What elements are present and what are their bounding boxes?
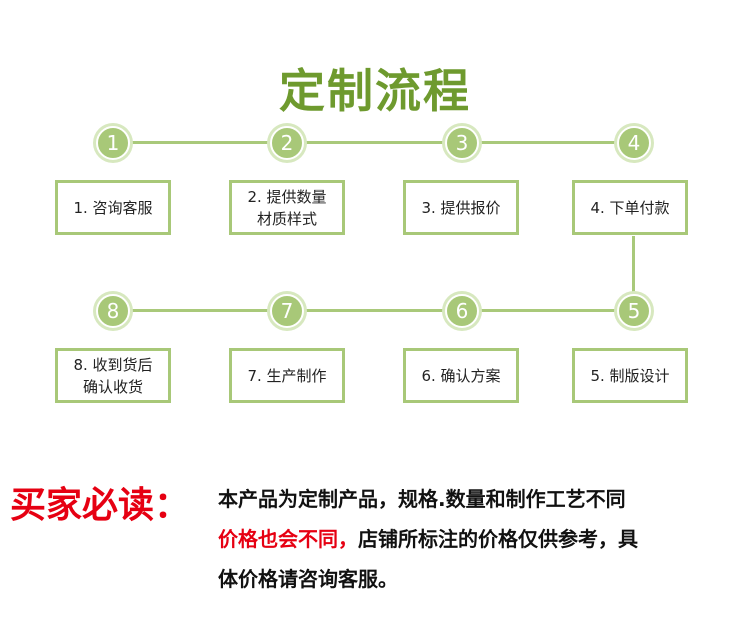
step-label: 4. 下单付款 xyxy=(590,198,670,217)
step-label: 2. 提供数量 材质样式 xyxy=(247,187,327,228)
step-box-1: 1. 咨询客服 xyxy=(55,180,171,235)
step-box-6: 6. 确认方案 xyxy=(403,348,519,403)
notice-line-2-text: 店铺所标注的价格仅供参考，具 xyxy=(358,527,638,551)
step-label: 8. 收到货后 确认收货 xyxy=(73,355,153,396)
step-number-7: 7 xyxy=(270,294,304,328)
connector-row2 xyxy=(113,309,635,312)
step-box-7: 7. 生产制作 xyxy=(229,348,345,403)
connector-row1 xyxy=(113,141,635,144)
step-box-5: 5. 制版设计 xyxy=(572,348,688,403)
step-label: 7. 生产制作 xyxy=(247,366,327,385)
step-label: 6. 确认方案 xyxy=(421,366,501,385)
notice-price-warning: 价格也会不同， xyxy=(218,527,358,551)
step-number-3: 3 xyxy=(445,126,479,160)
notice-heading: 买家必读： xyxy=(10,485,191,526)
step-number-8: 8 xyxy=(96,294,130,328)
step-box-2: 2. 提供数量 材质样式 xyxy=(229,180,345,235)
step-label: 1. 咨询客服 xyxy=(73,198,153,217)
step-box-3: 3. 提供报价 xyxy=(403,180,519,235)
step-box-4: 4. 下单付款 xyxy=(572,180,688,235)
step-label: 3. 提供报价 xyxy=(421,198,501,217)
step-box-8: 8. 收到货后 确认收货 xyxy=(55,348,171,403)
step-number-2: 2 xyxy=(270,126,304,160)
notice-line-1: 本产品为定制产品，规格.数量和制作工艺不同 xyxy=(218,487,626,511)
page-title: 定制流程 xyxy=(279,64,471,118)
step-number-5: 5 xyxy=(617,294,651,328)
step-number-6: 6 xyxy=(445,294,479,328)
step-label: 5. 制版设计 xyxy=(590,366,670,385)
step-number-4: 4 xyxy=(617,126,651,160)
notice-line-2: 价格也会不同，店铺所标注的价格仅供参考，具 xyxy=(218,519,748,559)
connector-vertical xyxy=(632,236,635,312)
notice-line-3: 体价格请咨询客服。 xyxy=(218,567,398,591)
step-number-1: 1 xyxy=(96,126,130,160)
